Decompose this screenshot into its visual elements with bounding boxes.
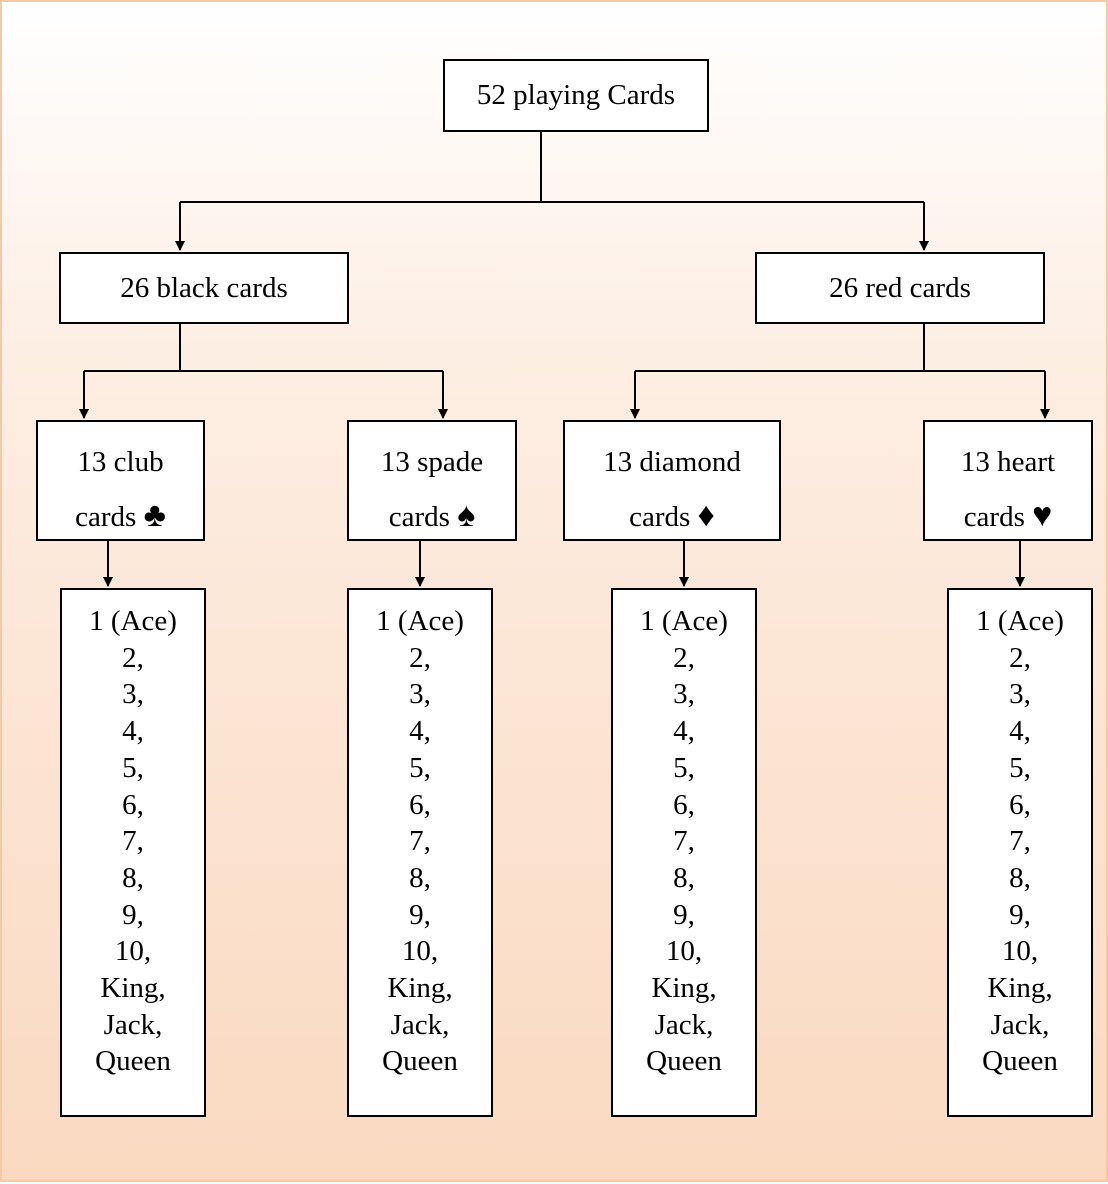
diamond-node: 13 diamond cards ♦ (563, 420, 781, 541)
heart-count-label: 13 heart (960, 446, 1056, 478)
card-list-item: 7, (673, 825, 695, 858)
card-list-item: 9, (1009, 898, 1031, 931)
card-list-item: 5, (673, 751, 695, 784)
club-count-label: 13 club (77, 446, 164, 478)
card-list-item: 6, (122, 788, 144, 821)
card-list-item: 4, (122, 715, 144, 748)
card-list-item: 2, (409, 641, 431, 674)
card-list-item: Jack, (654, 1008, 714, 1041)
card-list-item: 5, (1009, 751, 1031, 784)
card-list-item: 6, (673, 788, 695, 821)
card-list-item: 3, (409, 678, 431, 711)
diamond-cards-label: cards (629, 501, 691, 533)
diamond-card-list: 1 (Ace) 2, 3, 4,5, 6, 7,8, 9, 10, King,Jack, Quee… (611, 588, 757, 1117)
club-node: 13 club cards ♣ (36, 420, 205, 541)
heart-icon: ♥ (1032, 497, 1053, 534)
card-list-item: 6, (1009, 788, 1031, 821)
club-card-list: 1 (Ace) 2, 3, 4,5, 6, 7,8, 9, 10, King,Jack, Quee… (60, 588, 206, 1117)
card-list-item: 1 (Ace) (89, 605, 177, 637)
card-list-item: 5, (409, 751, 431, 784)
card-list-item: 9, (122, 898, 144, 931)
card-list-item: Jack, (990, 1008, 1050, 1041)
card-list-item: 1 (Ace) (376, 605, 464, 637)
card-list-item: 4, (673, 715, 695, 748)
card-list-item: 1 (Ace) (640, 605, 728, 637)
card-list-item: 8, (409, 861, 431, 894)
card-list-item: Queen (982, 1045, 1058, 1078)
spade-node: 13 spade cards ♠ (347, 420, 517, 541)
heart-node: 13 heart cards ♥ (923, 420, 1093, 541)
card-list-item: 3, (673, 678, 695, 711)
spade-cards-label: cards (388, 501, 450, 533)
card-list-item: 8, (673, 861, 695, 894)
diamond-icon: ♦ (697, 497, 715, 534)
root-node: 52 playing Cards (443, 59, 709, 132)
red-cards-label: 26 red cards (829, 271, 971, 304)
card-list-item: 2, (673, 641, 695, 674)
heart-cards-label: cards (963, 501, 1025, 533)
card-list-item: King, (100, 972, 166, 1005)
red-cards-node: 26 red cards (755, 252, 1045, 324)
card-list-item: 7, (1009, 825, 1031, 858)
card-list-item: 2, (1009, 641, 1031, 674)
card-list-item: 9, (409, 898, 431, 931)
root-label: 52 playing Cards (476, 79, 676, 111)
card-list-item: 7, (409, 825, 431, 858)
club-icon: ♣ (143, 497, 166, 534)
diamond-count-label: 13 diamond (603, 446, 741, 478)
card-list-item: 8, (1009, 861, 1031, 894)
card-list-item: 5, (122, 751, 144, 784)
card-list-item: Queen (646, 1045, 722, 1078)
card-list-item: Queen (382, 1045, 458, 1078)
card-list-item: 10, (401, 935, 439, 968)
spade-card-list: 1 (Ace) 2, 3, 4,5, 6, 7,8, 9, 10, King,Jack, Quee… (347, 588, 493, 1117)
card-list-item: Queen (95, 1045, 171, 1078)
card-list-item: 8, (122, 861, 144, 894)
card-list-item: Jack, (390, 1008, 450, 1041)
card-list-item: 2, (122, 641, 144, 674)
card-list-item: 10, (114, 935, 152, 968)
card-list-item: 3, (1009, 678, 1031, 711)
card-list-item: 4, (409, 715, 431, 748)
heart-card-list: 1 (Ace) 2, 3, 4,5, 6, 7,8, 9, 10, King,Jack, Quee… (947, 588, 1093, 1117)
card-list-item: Jack, (103, 1008, 163, 1041)
card-list-item: 3, (122, 678, 144, 711)
card-list-item: King, (651, 972, 717, 1005)
spade-icon: ♠ (457, 497, 476, 534)
card-list-item: 10, (665, 935, 703, 968)
card-list-item: 10, (1001, 935, 1039, 968)
card-list-item: King, (387, 972, 453, 1005)
card-list-item: 1 (Ace) (976, 605, 1064, 637)
club-cards-label: cards (75, 501, 137, 533)
spade-count-label: 13 spade (380, 446, 484, 478)
black-cards-label: 26 black cards (120, 271, 288, 304)
card-list-item: 4, (1009, 715, 1031, 748)
card-list-item: 6, (409, 788, 431, 821)
card-list-item: 9, (673, 898, 695, 931)
card-list-item: King, (987, 972, 1053, 1005)
card-list-item: 7, (122, 825, 144, 858)
black-cards-node: 26 black cards (59, 252, 349, 324)
